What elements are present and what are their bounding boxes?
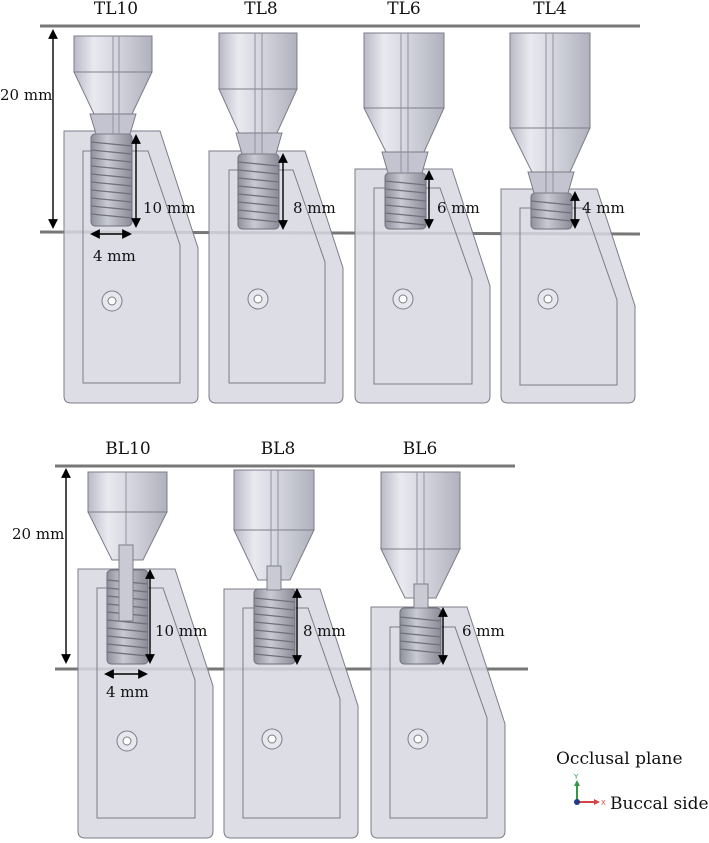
abutment-screw-shaft [413,583,429,609]
column-label: TL4 [533,0,566,19]
implant-threads [253,597,296,659]
length-label: 8 mm [303,622,346,640]
implant-threads [399,616,442,654]
svg-text:X: X [601,799,606,807]
column-label: BL8 [261,439,296,459]
length-label: 6 mm [462,622,505,640]
height-dimension-label: 20 mm [0,86,52,104]
model-tl4: TL4 4 mm [500,0,636,404]
abutment-cylinder [509,32,591,129]
svg-text:Y: Y [573,773,579,781]
implant-threads [384,180,427,226]
implant-threads [237,161,280,223]
z-axis-origin-icon [574,799,580,805]
legend-side-label: Buccal side [610,794,709,814]
implant-body [90,133,133,227]
length-label: 4 mm [582,199,625,217]
column-label: TL8 [244,0,277,19]
model-tl8: TL8 8 mm [208,0,344,404]
column-label: TL10 [94,0,138,19]
column-label: BL10 [105,439,150,459]
axis-legend: Occlusal plane Y X Buccal side [556,749,709,814]
model-bl8: BL8 8 mm [223,439,359,839]
abutment-screw-shaft [118,544,134,622]
abutment-cylinder [218,32,298,90]
top-row: TL10 10 mm 20 mm 4 mm TL8 8 mm [0,0,641,404]
length-label: 6 mm [437,199,480,217]
model-tl6: TL6 6 mm [354,0,491,404]
abutment-cone [509,127,591,173]
implant-threads [90,141,133,219]
bone-block [500,188,636,404]
model-bl10: BL10 10 mm [61,439,214,839]
bone-block [370,606,506,839]
abutment-cone [233,529,315,581]
diameter-dimension-label: 4 mm [106,683,149,701]
abutment-cone [363,107,445,153]
implant-collar [235,132,283,155]
model-bl6: BL6 6 mm [370,439,506,839]
implant-collar [381,151,429,174]
abutment-cylinder [380,471,461,550]
length-label: 8 mm [293,199,336,217]
implant-collar [527,171,575,194]
diameter-dimension-label: 4 mm [93,247,136,265]
height-dimension-label: 20 mm [12,525,64,543]
abutment-cone [218,88,298,134]
implant-threads [530,200,573,222]
length-label: 10 mm [155,622,207,640]
length-label: 10 mm [143,199,195,217]
abutment-cone [380,548,461,599]
model-tl10: TL10 10 mm [48,0,199,404]
bottom-row: BL10 10 mm 20 mm 4 mm BL8 8 mm [12,439,528,839]
abutment-screw-shaft [266,565,282,591]
column-label: BL6 [403,439,438,459]
abutment-cylinder [87,471,168,513]
abutment-cylinder [233,469,315,531]
abutment-cone [87,511,168,561]
abutment-cylinder [363,32,445,109]
legend-title: Occlusal plane [556,749,683,769]
column-label: TL6 [387,0,420,19]
